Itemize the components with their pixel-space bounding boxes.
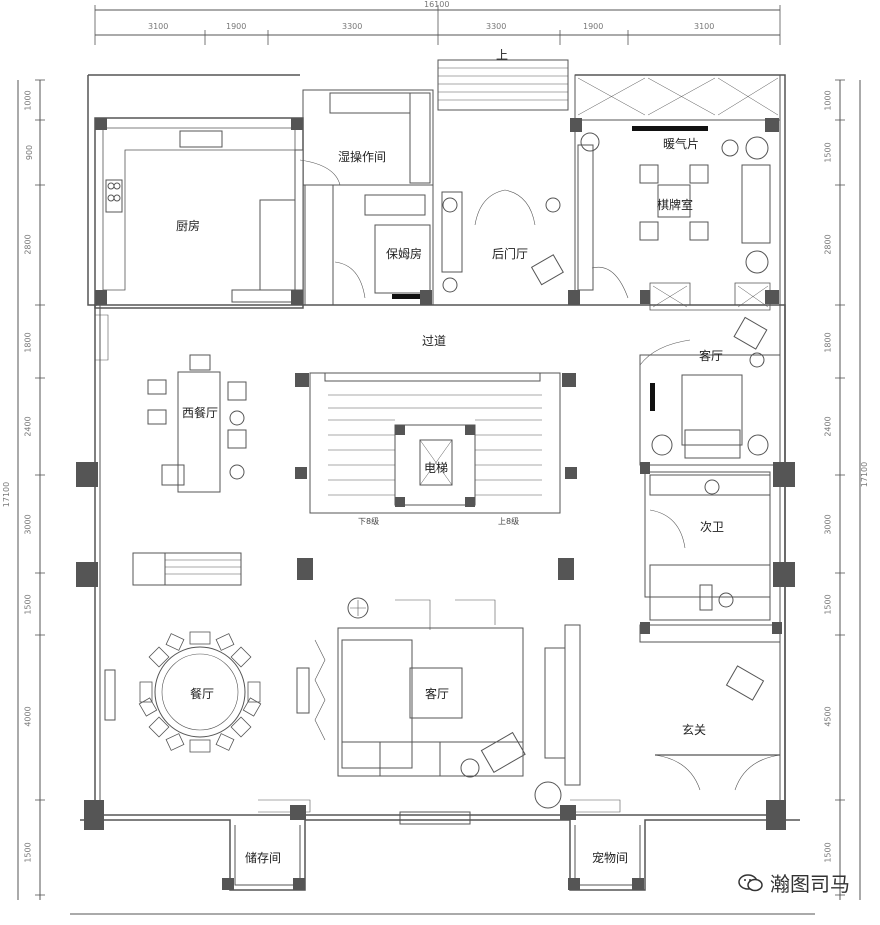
label-heater: 暖气片 (663, 137, 700, 151)
dim-left-6: 3000 (23, 514, 33, 535)
dim-top-3: 3300 (342, 22, 363, 31)
label-foyer: 玄关 (682, 723, 707, 737)
dim-left-5: 2400 (23, 416, 33, 437)
dim-left-3: 2800 (23, 234, 33, 255)
label-guest-room: 客厅 (699, 349, 724, 363)
dim-left-8: 4000 (23, 706, 33, 727)
dim-right-total: 17100 (860, 461, 870, 488)
dim-left-4: 1800 (23, 332, 33, 353)
dim-top-total: 16100 (424, 0, 450, 9)
dim-top-2: 1900 (226, 22, 247, 31)
label-back-hall: 后门厅 (492, 247, 529, 261)
label-dining: 餐厅 (190, 687, 215, 701)
dim-left-9: 1500 (23, 842, 33, 863)
dim-right-8: 4500 (823, 706, 833, 727)
label-up-top: 上 (496, 48, 509, 62)
label-wet-room: 湿操作间 (338, 150, 387, 164)
label-up-steps: 上8级 (498, 517, 520, 526)
label-living: 客厅 (425, 687, 450, 701)
watermark: 瀚图司马 (738, 868, 850, 897)
watermark-text: 瀚图司马 (770, 872, 850, 896)
dim-left-2: 900 (25, 144, 35, 161)
label-kitchen: 厨房 (176, 219, 201, 233)
dim-left-total: 17100 (2, 481, 12, 508)
dim-right-7: 1500 (823, 594, 833, 615)
dim-top-1: 3100 (148, 22, 169, 31)
dim-top-5: 1900 (583, 22, 604, 31)
label-west-dining: 西餐厅 (182, 406, 219, 420)
label-elevator: 电梯 (424, 461, 449, 475)
chat-icon (738, 873, 763, 891)
dim-right-4: 1800 (823, 332, 833, 353)
dim-right-6: 3000 (823, 514, 833, 535)
dim-top-4: 3300 (486, 22, 507, 31)
label-down-steps: 下8级 (358, 517, 380, 526)
dim-right-1: 1000 (823, 90, 833, 111)
label-pet-room: 宠物间 (592, 851, 629, 865)
label-corridor: 过道 (422, 334, 447, 348)
dim-left-7: 1500 (23, 594, 33, 615)
dim-right-5: 2400 (823, 416, 833, 437)
label-chess-room: 棋牌室 (657, 198, 694, 212)
dim-top-6: 3100 (694, 22, 715, 31)
label-second-bath: 次卫 (700, 520, 725, 534)
dim-right-3: 2800 (823, 234, 833, 255)
dim-right-9: 1500 (823, 842, 833, 863)
dim-left-1: 1000 (23, 90, 33, 111)
dim-right-2: 1500 (823, 142, 833, 163)
label-nanny-room: 保姆房 (386, 247, 423, 261)
label-storage: 储存间 (245, 851, 282, 865)
